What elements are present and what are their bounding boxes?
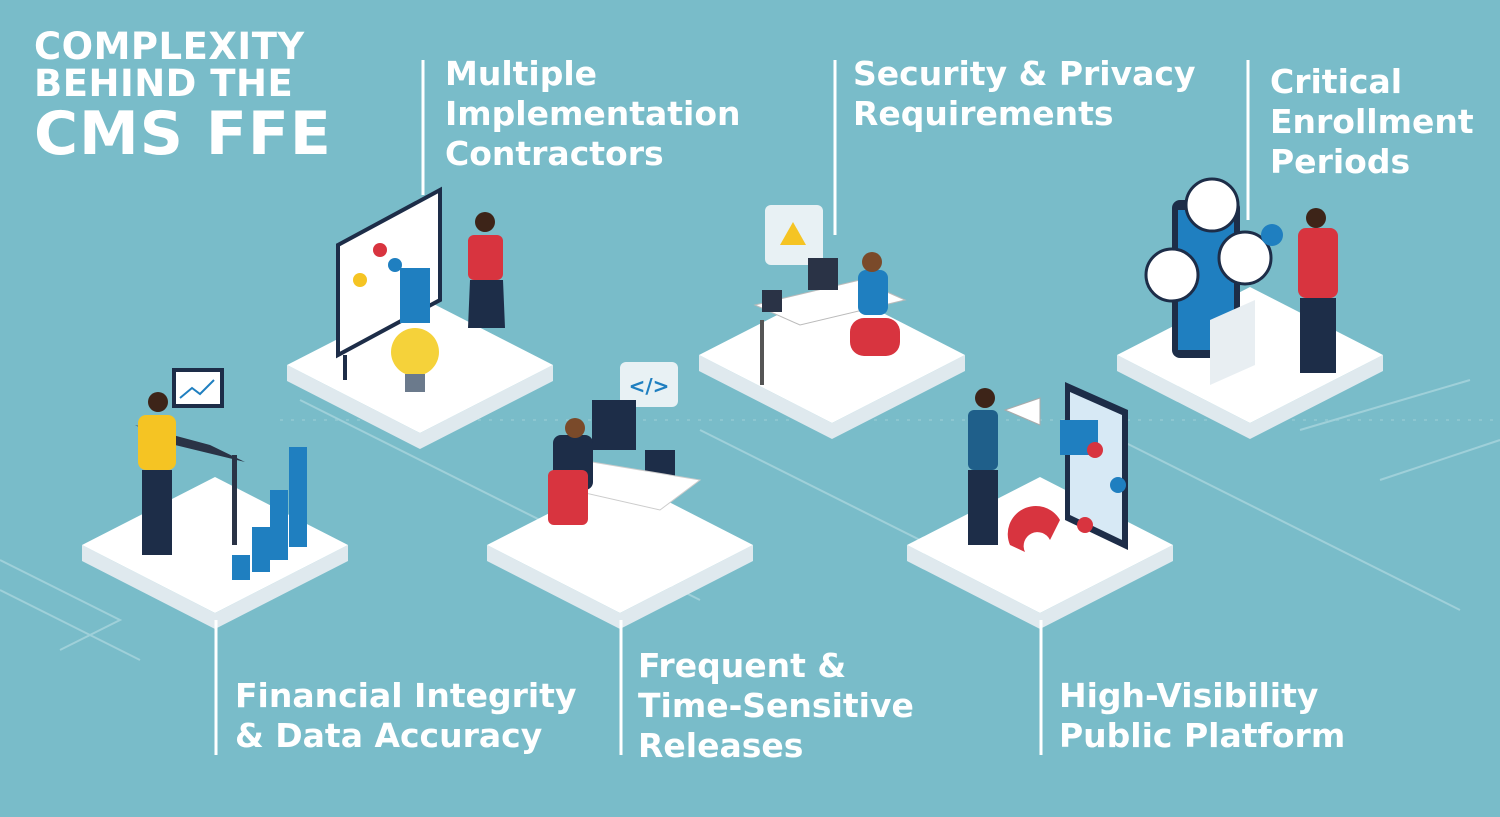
document-icon [400,268,430,323]
megaphone-icon [1003,397,1041,426]
title-line: COMPLEXITY [34,25,305,68]
enrollment-scene [1144,177,1338,385]
platform-security [699,287,965,439]
label-line: Public Platform [1059,716,1346,755]
label-high-visibility: High-Visibility Public Platform [1059,676,1345,756]
label-line: & Data Accuracy [235,716,543,755]
label-line: Enrollment [1270,102,1474,141]
label-frequent-releases: Frequent & Time-Sensitive Releases [638,646,914,766]
title-line: BEHIND THE [34,62,294,105]
like-icon [1087,442,1103,458]
label-line: Security & Privacy [853,54,1196,93]
label-line: Implementation [445,94,741,133]
releases-scene: </> [548,362,702,525]
platform-visibility [907,477,1173,629]
label-line: Frequent & [638,646,847,685]
label-line: Contractors [445,134,664,173]
label-line: High-Visibility [1059,676,1319,715]
financial-scene [135,368,307,580]
label-multiple-contractors: Multiple Implementation Contractors [445,54,741,174]
office-chair [548,470,588,525]
page-title: COMPLEXITY BEHIND THE CMS FFE [34,28,332,164]
document-icon [1210,300,1255,385]
person-yellow-shirt [138,415,176,470]
person-blue-shirt [858,270,888,315]
visibility-scene [968,382,1128,552]
security-scene [753,205,907,385]
label-line: Periods [1270,142,1411,181]
laptop-icon [808,258,838,290]
person-red-shirt [468,235,503,280]
label-line: Critical [1270,62,1403,101]
label-line: Time-Sensitive [638,686,914,725]
avatar-icon [1217,230,1273,286]
tablet-icon [762,290,782,312]
magnet-icon [1007,505,1060,552]
person-with-megaphone [968,410,998,470]
avatar-icon [1144,247,1200,303]
connector-lines [214,60,1250,755]
svg-text:</>: </> [629,374,670,398]
label-security-privacy: Security & Privacy Requirements [853,54,1195,134]
label-financial-integrity: Financial Integrity & Data Accuracy [235,676,576,756]
code-icon [620,362,678,407]
person-red-shirt [1298,228,1338,298]
title-line: CMS FFE [34,99,332,169]
label-line: Multiple [445,54,598,93]
lightbulb-icon [391,328,439,376]
chair [850,318,900,356]
checkmark-icon [1261,224,1283,246]
avatar-icon [1184,177,1240,233]
bar-chart-icon [232,447,307,580]
label-line: Requirements [853,94,1114,133]
monitor-icon [592,400,636,450]
contractors-scene [336,186,505,392]
label-line: Financial Integrity [235,676,577,715]
label-critical-enrollment: Critical Enrollment Periods [1270,62,1474,182]
platform-financial [82,477,348,629]
label-line: Releases [638,726,804,765]
circuit-lines [0,379,1500,661]
